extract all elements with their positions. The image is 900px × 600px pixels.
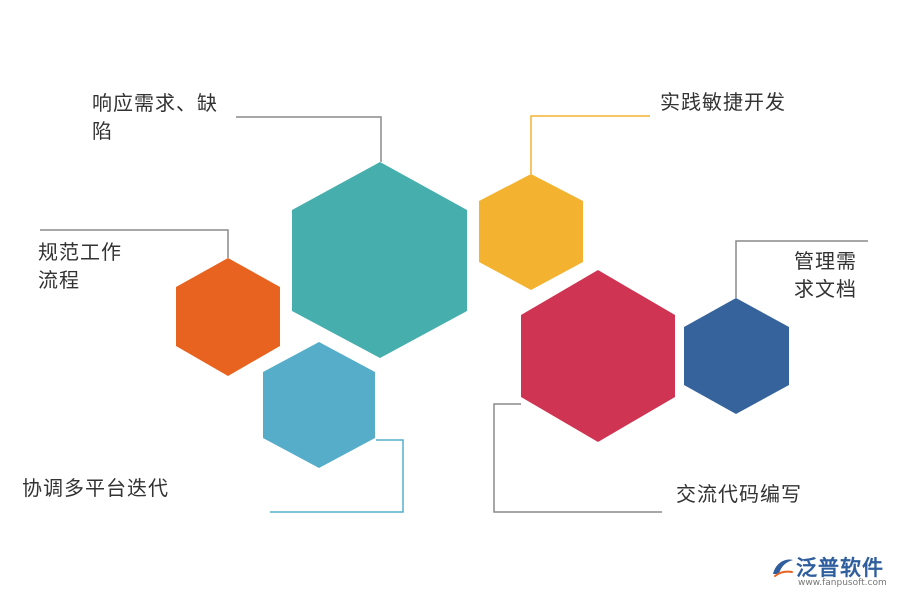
connector-agile bbox=[530, 115, 650, 174]
brand-logo: 泛普软件 www.fanpusoft.com bbox=[770, 552, 895, 596]
label-coord-line1: 协调多平台迭代 bbox=[22, 476, 169, 500]
label-respond-line2: 陷 bbox=[92, 119, 113, 143]
hexagon-teal bbox=[292, 162, 467, 358]
connector-comm bbox=[493, 403, 662, 513]
brand-url: www.fanpusoft.com bbox=[798, 578, 887, 588]
hexagon-navy bbox=[684, 298, 789, 414]
label-standard-line1: 规范工作 bbox=[38, 240, 122, 264]
label-standard-line2: 流程 bbox=[38, 268, 80, 292]
connector-manage bbox=[735, 240, 868, 298]
hexagon-orange bbox=[176, 258, 280, 376]
hexagon-crimson bbox=[521, 270, 675, 442]
label-manage-line1: 管理需 bbox=[794, 249, 857, 273]
connector-respond bbox=[236, 116, 382, 162]
connector-coord bbox=[270, 439, 404, 513]
hexagon-yellow bbox=[479, 174, 583, 290]
pen-swirl-icon bbox=[773, 559, 793, 577]
label-manage: 管理需 求文档 bbox=[794, 247, 857, 303]
label-agile: 实践敏捷开发 bbox=[660, 88, 786, 116]
label-comm: 交流代码编写 bbox=[676, 480, 802, 508]
label-standard: 规范工作 流程 bbox=[38, 238, 122, 294]
connector-standard bbox=[40, 229, 229, 258]
label-coord: 协调多平台迭代 bbox=[22, 474, 169, 502]
label-comm-line1: 交流代码编写 bbox=[676, 482, 802, 506]
label-respond-line1: 响应需求、缺 bbox=[92, 91, 218, 115]
hexagon-light-blue bbox=[263, 342, 375, 468]
brand-name: 泛普软件 bbox=[796, 556, 884, 580]
label-manage-line2: 求文档 bbox=[794, 277, 857, 301]
label-agile-line1: 实践敏捷开发 bbox=[660, 90, 786, 114]
label-respond: 响应需求、缺 陷 bbox=[92, 89, 218, 145]
